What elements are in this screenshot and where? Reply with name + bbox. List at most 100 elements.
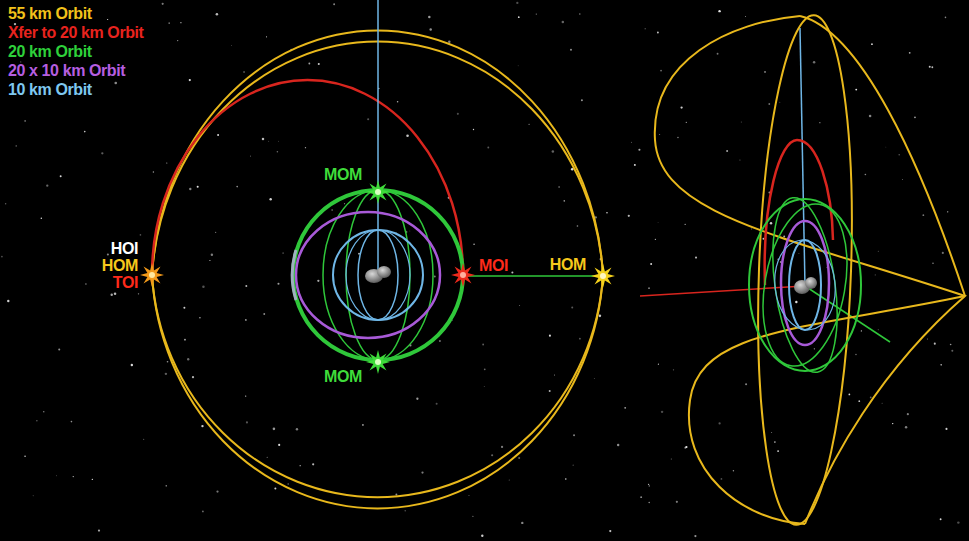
- star-dot: [855, 89, 857, 91]
- axis-line: [800, 28, 805, 286]
- star-dot: [593, 377, 595, 379]
- star-dot: [648, 484, 649, 485]
- star-dot: [482, 344, 484, 346]
- legend-entry: Xfer to 20 km Orbit: [8, 23, 144, 42]
- star-dot: [770, 222, 772, 224]
- orbit-55km: [152, 275, 603, 508]
- transfer-orbit: [152, 80, 463, 275]
- star-dot: [661, 411, 663, 413]
- star-dot: [570, 49, 572, 51]
- star-dot: [140, 234, 142, 236]
- star-dot: [41, 217, 43, 219]
- star-dot: [517, 65, 519, 67]
- burst-symbol: [366, 180, 390, 204]
- star-dot: [216, 13, 219, 16]
- star-dot: [905, 426, 907, 428]
- star-dot: [877, 329, 879, 331]
- star-dot: [606, 212, 608, 214]
- orbit-20x10km: [781, 221, 829, 345]
- orbit-10km: [333, 230, 423, 320]
- star-dot: [211, 254, 213, 256]
- star-dot: [362, 424, 364, 426]
- manoeuvre-label: MOM: [322, 166, 364, 184]
- star-dot: [243, 71, 245, 73]
- star-dot: [881, 402, 883, 404]
- star-dot: [436, 403, 438, 405]
- star-dot: [892, 423, 893, 424]
- star-dot: [483, 386, 485, 388]
- star-dot: [565, 478, 567, 480]
- star-dot: [16, 145, 17, 146]
- star-dot: [71, 421, 73, 423]
- star-dot: [331, 209, 332, 210]
- star-dot: [184, 339, 186, 341]
- star-dot: [648, 287, 650, 289]
- star-dot: [942, 252, 944, 254]
- star-dot: [250, 155, 252, 157]
- star-dot: [521, 522, 523, 524]
- star-dot: [617, 444, 619, 446]
- star-dot: [695, 257, 697, 259]
- star-dot: [875, 274, 876, 275]
- star-dot: [277, 151, 279, 153]
- star-dot: [552, 150, 554, 152]
- star-dot: [85, 283, 87, 285]
- star-dot: [448, 40, 450, 42]
- star-dot: [166, 485, 167, 486]
- star-dot: [519, 305, 521, 307]
- star-dot: [473, 129, 474, 130]
- star-dot: [153, 171, 154, 172]
- legend-text: 55 km Orbit: [8, 5, 92, 22]
- star-dot: [473, 243, 475, 245]
- star-dot: [187, 358, 189, 360]
- star-dot: [628, 215, 630, 217]
- burst-symbol: [140, 263, 164, 287]
- star-dot: [745, 383, 747, 385]
- star-dot: [501, 446, 503, 448]
- star-dot: [114, 82, 117, 85]
- star-dot: [549, 390, 551, 392]
- legend-text: 20 x 10 km Orbit: [8, 62, 125, 79]
- star-dot: [518, 457, 520, 459]
- star-dot: [650, 263, 652, 265]
- star-dot: [24, 456, 26, 458]
- star-dot: [640, 496, 642, 498]
- star-dot: [819, 122, 820, 123]
- star-dot: [940, 364, 942, 366]
- burst-symbol: [366, 350, 390, 374]
- star-dot: [719, 422, 721, 424]
- star-dot: [657, 32, 659, 34]
- star-dot: [634, 164, 636, 166]
- star-dot: [406, 134, 409, 137]
- star-dot: [932, 263, 933, 264]
- star-dot: [907, 413, 909, 415]
- star-dot: [685, 446, 687, 448]
- star-dot: [308, 63, 310, 65]
- star-dot: [529, 124, 530, 125]
- star-dot: [726, 150, 728, 152]
- star-dot: [180, 22, 181, 23]
- star-dot: [814, 348, 815, 349]
- star-dot: [518, 16, 520, 18]
- star-dot: [439, 340, 441, 342]
- star-dot: [579, 13, 580, 14]
- legend-entry: 55 km Orbit: [8, 4, 92, 23]
- star-dot: [645, 28, 646, 29]
- star-dot: [779, 101, 781, 103]
- star-dot: [491, 454, 493, 456]
- star-dot: [558, 186, 560, 188]
- star-dot: [648, 502, 650, 504]
- star-dot: [36, 420, 37, 421]
- star-dot: [609, 530, 611, 532]
- star-dot: [262, 138, 264, 140]
- star-dot: [305, 147, 306, 148]
- legend-text: 10 km Orbit: [8, 81, 92, 98]
- star-dot: [599, 315, 602, 318]
- star-dot: [624, 407, 626, 409]
- star-dot: [397, 101, 399, 103]
- star-dot: [1, 256, 3, 258]
- star-dot: [774, 441, 776, 443]
- legend-text: Xfer to 20 km Orbit: [8, 24, 144, 41]
- star-dot: [138, 293, 139, 294]
